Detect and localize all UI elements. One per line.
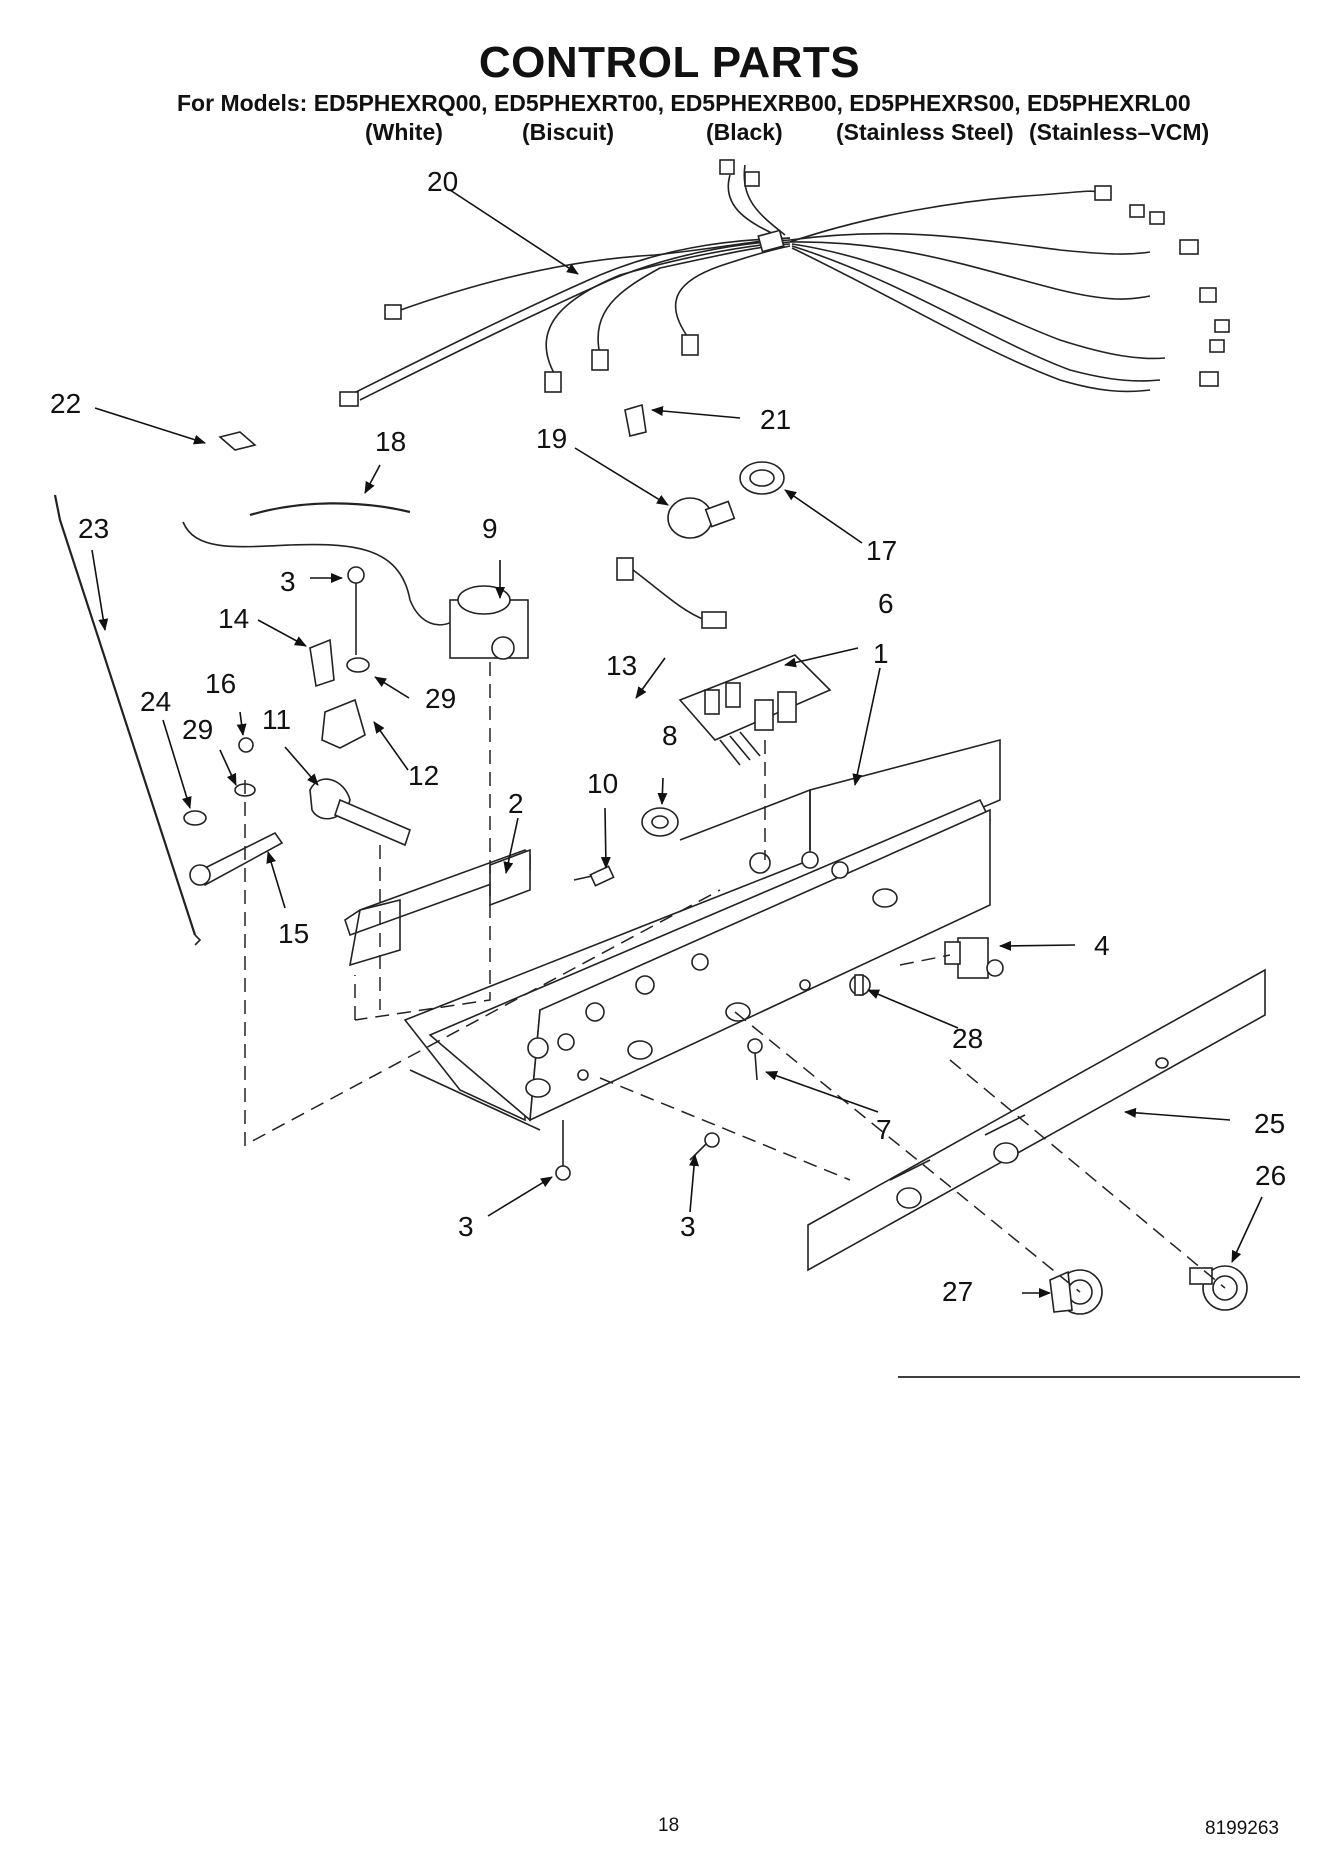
screw-part-3-left	[555, 1120, 571, 1181]
bracket-part-14	[309, 638, 335, 688]
callout-15: 15	[278, 918, 310, 949]
callout-29-left: 29	[182, 714, 214, 745]
callout-17: 17	[866, 535, 898, 566]
callout-29-right: 29	[425, 683, 457, 714]
screw-part-3-top	[347, 566, 365, 584]
callout-8: 8	[662, 720, 678, 751]
capillary-tube	[249, 502, 411, 517]
callout-23: 23	[78, 513, 110, 544]
thermostat	[449, 585, 529, 660]
callout-12: 12	[408, 760, 440, 791]
callout-1: 1	[873, 638, 889, 669]
control-board	[678, 654, 832, 766]
variant-black: (Black)	[706, 119, 783, 145]
variant-biscuit: (Biscuit)	[522, 119, 614, 145]
callout-6: 6	[878, 588, 894, 619]
callout-25: 25	[1254, 1108, 1286, 1139]
callout-13: 13	[606, 650, 638, 681]
wire-jumper	[616, 557, 727, 629]
control-housing	[403, 738, 1001, 1131]
screw-part-10	[573, 865, 615, 887]
light-socket	[739, 461, 785, 495]
screw-part-16	[238, 737, 254, 753]
washer-part-29-top	[346, 657, 370, 673]
switch-part-4	[944, 937, 1004, 979]
callout-7: 7	[876, 1114, 892, 1145]
grommet-part-8	[641, 807, 679, 837]
callout-18: 18	[375, 426, 407, 457]
callout-9: 9	[482, 513, 498, 544]
variant-white: (White)	[365, 119, 443, 145]
callout-10: 10	[587, 768, 619, 799]
knob-part-27	[1049, 1269, 1103, 1315]
callout-14: 14	[218, 603, 250, 634]
callout-4: 4	[1094, 930, 1110, 961]
clip-part-21	[624, 403, 647, 437]
callout-22: 22	[50, 388, 82, 419]
callout-24: 24	[140, 686, 172, 717]
clip-part-12	[321, 698, 366, 749]
control-rod	[53, 494, 197, 936]
control-panel-strip	[807, 968, 1266, 1272]
document-number: 8199263	[1205, 1818, 1279, 1839]
callout-27: 27	[942, 1276, 974, 1307]
models-line: For Models: ED5PHEXRQ00, ED5PHEXRT00, ED…	[177, 90, 1191, 116]
callout-11: 11	[262, 704, 292, 735]
knob-part-26	[1189, 1265, 1248, 1311]
wiring-harness	[339, 159, 1230, 407]
callout-16: 16	[205, 668, 237, 699]
page-number: 18	[658, 1815, 680, 1836]
washer-part-24	[183, 810, 207, 826]
clip-part-22	[218, 431, 257, 451]
callout-3-right: 3	[680, 1211, 696, 1242]
callout-2: 2	[508, 788, 524, 819]
callout-3-left: 3	[458, 1211, 474, 1242]
variant-stainless-vcm: (Stainless–VCM)	[1029, 119, 1210, 145]
callout-28: 28	[952, 1023, 984, 1054]
control-knob-shaft	[309, 778, 411, 847]
light-bulb	[667, 497, 736, 539]
sensor-wire	[182, 521, 456, 626]
callout-19: 19	[536, 423, 568, 454]
button-part-28	[849, 974, 871, 996]
callout-26: 26	[1255, 1160, 1287, 1191]
callout-21: 21	[760, 404, 792, 435]
callout-20: 20	[427, 166, 459, 197]
callout-3-top: 3	[280, 566, 296, 597]
variant-stainless-steel: (Stainless Steel)	[836, 119, 1014, 145]
screw-part-7	[747, 1038, 763, 1081]
page-title: CONTROL PARTS	[478, 38, 861, 87]
